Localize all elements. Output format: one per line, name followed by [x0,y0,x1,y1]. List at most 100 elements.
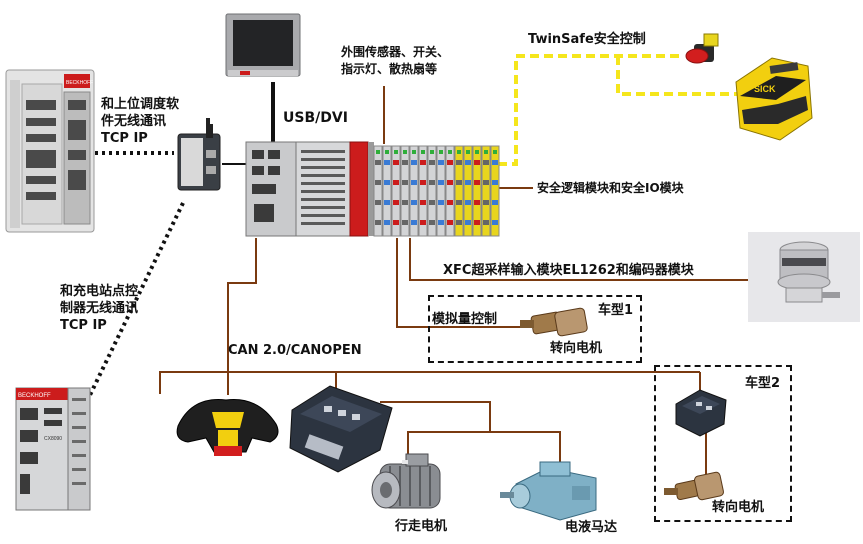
io-terminal-contact [483,160,489,165]
connection-lines [88,54,748,476]
sick-safety-scanner: SICK [735,57,813,141]
io-terminal-contact [402,200,408,205]
io-terminal-contact [474,160,480,165]
io-terminals [373,145,500,237]
io-terminal-contact [420,200,426,205]
motor-controller [289,385,393,473]
io-terminal-slice [481,145,491,237]
io-terminal-contact [456,160,462,165]
embedded-controller [245,141,374,237]
io-terminal-contact [411,160,417,165]
io-terminal-contact [474,200,480,205]
bus-coupler: BECKHOFF CX8090 [15,387,91,511]
io-terminal-contact [465,160,471,165]
io-terminal-contact [474,220,480,225]
io-terminal-slice [472,145,482,237]
io-terminal-contact [420,180,426,185]
label-wireless-host-line-3: TCP IP [101,131,148,146]
io-terminal-contact [465,180,471,185]
label-type-2: 车型2 [745,376,781,391]
io-terminal-contact [456,220,462,225]
label-wireless-charger-line-1: 和充电站点控 [60,284,139,299]
io-terminal-contact [375,160,381,165]
io-terminal-contact [492,180,498,185]
label-steering-motor-1: 转向电机 [550,341,603,356]
hydraulic-motor [500,461,597,521]
io-terminal-contact [483,220,489,225]
label-wireless-host-line-2: 件无线通讯 [101,114,167,129]
label-wireless-charger: 和充电站点控 制器无线通讯 TCP IP [60,283,138,334]
io-terminal-led [376,150,380,154]
label-xfc: XFC超采样输入模块EL1262和编码器模块 [443,263,694,278]
io-terminal-contact [393,220,399,225]
io-terminal-led [484,150,488,154]
io-terminal-contact [384,200,390,205]
io-terminal-slice [418,145,428,237]
io-terminal-led [493,150,497,154]
io-terminal-contact [492,220,498,225]
io-terminal-contact [375,200,381,205]
io-terminal-led [448,150,452,154]
twinsafe-line-2 [616,56,737,96]
vehicle-type-1-box [428,295,642,363]
label-analog: 模拟量控制 [432,312,498,327]
io-terminal-contact [420,160,426,165]
coupler-brand: BECKHOFF [18,393,51,399]
io-terminal-contact [447,220,453,225]
io-terminal-slice [409,145,419,237]
io-terminal-led [385,150,389,154]
io-terminal-contact [438,220,444,225]
io-terminal-contact [384,220,390,225]
sick-logo: SICK [754,84,776,94]
steering-motor-1 [520,307,588,337]
twinsafe-line [498,54,679,166]
wireless-router [177,118,221,191]
io-terminal-contact [456,180,462,185]
io-terminal-contact [429,160,435,165]
xfc-cable [409,238,748,281]
io-terminal-contact [420,220,426,225]
io-terminal-contact [375,180,381,185]
label-wireless-charger-line-3: TCP IP [60,318,107,333]
io-terminal-contact [393,180,399,185]
io-terminal-slice [490,145,500,237]
io-terminal-contact [402,220,408,225]
io-terminal-contact [429,220,435,225]
io-terminal-contact [474,180,480,185]
io-terminal-contact [375,220,381,225]
io-terminal-contact [483,200,489,205]
io-terminal-contact [438,180,444,185]
io-terminal-contact [492,200,498,205]
io-terminal-led [421,150,425,154]
io-terminal-contact [465,200,471,205]
io-terminal-contact [447,200,453,205]
label-type-1: 车型1 [598,303,634,318]
io-terminal-led [412,150,416,154]
io-terminal-contact [384,180,390,185]
wireless-link-charger [88,202,185,396]
io-terminal-contact [384,160,390,165]
vehicle-type-2-box [654,365,792,522]
io-terminal-contact [429,200,435,205]
io-terminal-contact [411,220,417,225]
io-terminal-slice [463,145,473,237]
label-sensors: 外围传感器、开关、 指示灯、散热扇等 [341,44,449,78]
io-terminal-contact [492,160,498,165]
io-terminal-slice [391,145,401,237]
label-safety-io: 安全逻辑模块和安全IO模块 [537,181,684,195]
io-terminal-slice [382,145,392,237]
label-usb-dvi: USB/DVI [283,110,348,126]
label-wireless-host-line-1: 和上位调度软 [101,97,180,112]
io-terminal-contact [411,200,417,205]
io-terminal-contact [465,220,471,225]
io-terminal-slice [400,145,410,237]
io-terminal-slice [445,145,455,237]
tiller-handle [176,399,279,456]
io-terminal-contact [456,200,462,205]
label-can: CAN 2.0/CANOPEN [228,343,362,358]
io-terminal-led [403,150,407,154]
io-terminal-contact [411,180,417,185]
io-terminal-slice [436,145,446,237]
io-terminal-led [430,150,434,154]
